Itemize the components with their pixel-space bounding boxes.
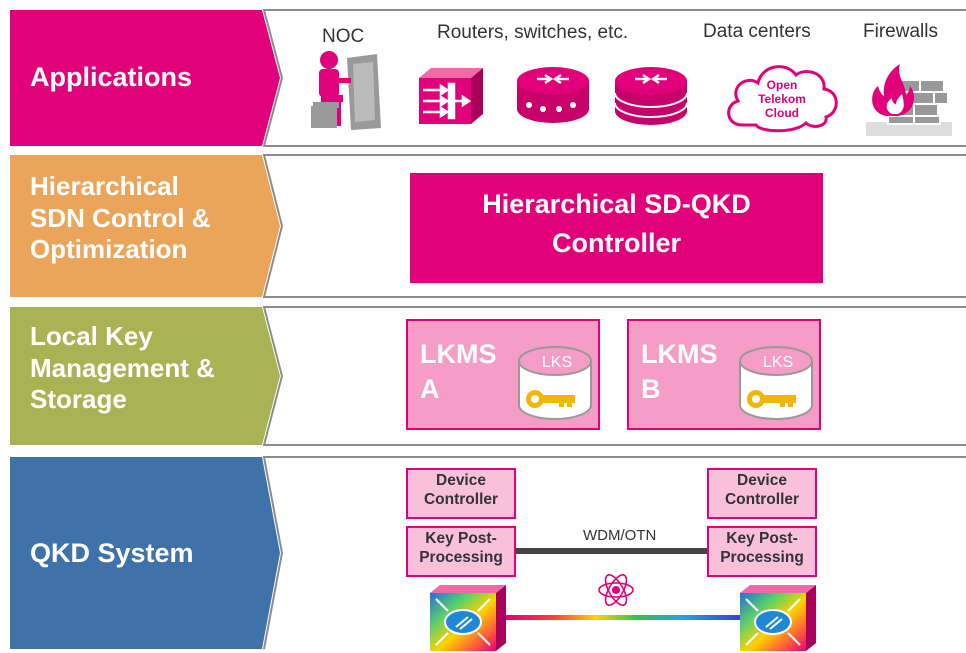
- layer-label-qkd: QKD System: [30, 538, 194, 568]
- layer-key-management: Local Key Management & Storage LKMS A LK…: [0, 305, 966, 447]
- datacenters-label: Data centers: [703, 21, 811, 42]
- wdm-otn-label: WDM/OTN: [583, 527, 657, 544]
- layer-label-lkm: Local Key Management & Storage: [30, 321, 215, 415]
- firewall-icon: [866, 64, 952, 136]
- key-post-processing-right: Key Post- Processing: [707, 526, 817, 577]
- cloud-text-line1: Open: [767, 78, 798, 92]
- firewalls-label: Firewalls: [863, 21, 938, 42]
- routers-label: Routers, switches, etc.: [437, 22, 629, 43]
- noc-label: NOC: [322, 26, 365, 47]
- device-controller-right: Device Controller: [707, 468, 817, 519]
- lkms-b-box: LKMS B LKS: [627, 319, 821, 430]
- qkd-panel: [262, 456, 966, 650]
- qkd-device-right-icon: [740, 585, 816, 651]
- qkd-chevron: [10, 457, 280, 649]
- qkd-device-left-icon: [430, 585, 506, 651]
- sd-qkd-controller-box: Hierarchical SD-QKD Controller: [410, 173, 823, 283]
- lkms-a-title: LKMS A: [420, 339, 497, 405]
- layer-label-applications: Applications: [30, 62, 193, 92]
- router-icon: [517, 67, 589, 123]
- applications-panel: [262, 9, 966, 147]
- lkms-b-title: LKMS B: [641, 339, 718, 405]
- cloud-text-line2: Telekom: [758, 92, 806, 106]
- atom-icon: [598, 574, 634, 606]
- controller-title-line1: Hierarchical SD-QKD: [482, 189, 751, 219]
- wdm-otn-link: [516, 548, 707, 554]
- layer-label-sdn: Hierarchical SDN Control & Optimization: [30, 171, 211, 265]
- lkms-a-box: LKMS A LKS: [406, 319, 600, 430]
- lks-storage-icon: LKS: [518, 346, 592, 420]
- cloud-icon: Open Telekom Cloud: [727, 65, 838, 133]
- sdn-chevron: [10, 155, 280, 297]
- noc-operator-icon: [311, 51, 381, 130]
- lkm-chevron: [10, 307, 280, 445]
- applications-chevron: [10, 10, 280, 146]
- device-controller-left: Device Controller: [406, 468, 516, 519]
- core-router-icon: [614, 67, 688, 125]
- layer-applications: Applications NOC Routers, switches, etc.…: [0, 8, 966, 148]
- cloud-text-line3: Cloud: [765, 106, 799, 120]
- key-post-processing-left: Key Post- Processing: [406, 526, 516, 577]
- switch-icon: [419, 68, 483, 124]
- lkm-panel: [262, 306, 966, 446]
- lks-label-a: LKS: [542, 354, 572, 371]
- layer-qkd-system: QKD System Device Controller Key Post- P…: [0, 455, 966, 651]
- controller-title-line2: Controller: [551, 228, 681, 259]
- quantum-channel-link: [506, 615, 742, 620]
- lks-label-b: LKS: [763, 354, 793, 371]
- lks-storage-icon: LKS: [739, 346, 813, 420]
- sdn-panel: [262, 154, 966, 298]
- layer-sdn-control: Hierarchical SDN Control & Optimization …: [0, 153, 966, 299]
